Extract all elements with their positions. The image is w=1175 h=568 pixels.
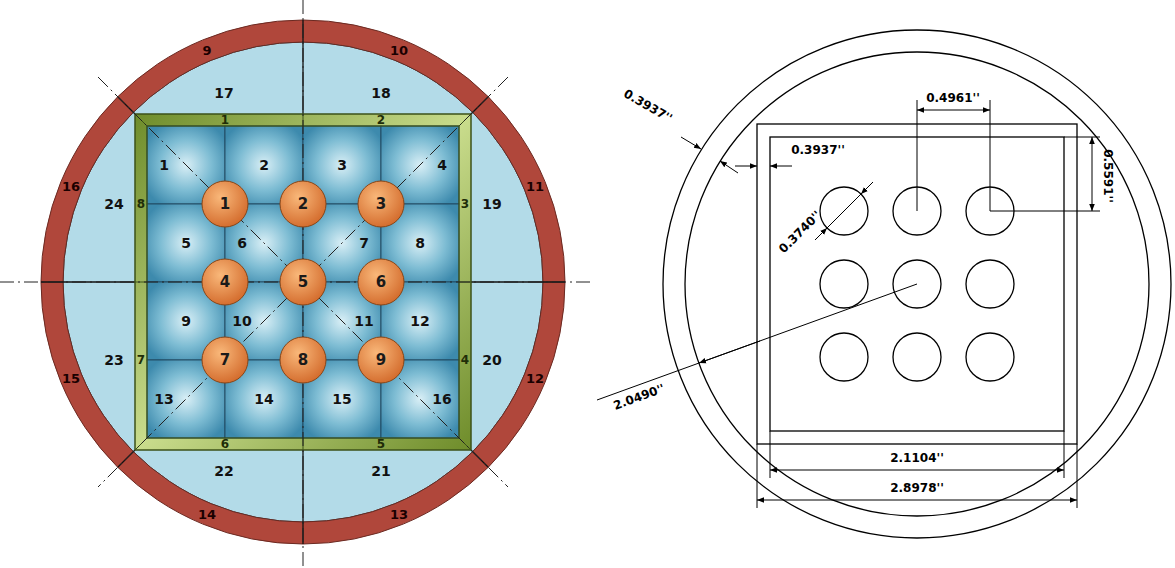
dimension-text: 2.8978'' — [890, 482, 944, 494]
water-number: 24 — [104, 197, 123, 211]
cell-number: 8 — [415, 236, 425, 250]
fuel-pin: 6 — [357, 258, 405, 306]
water-number: 23 — [104, 353, 123, 367]
cell-number: 10 — [232, 314, 251, 328]
fuel-pin: 5 — [279, 258, 327, 306]
pin-number: 9 — [357, 336, 405, 384]
ring-number: 15 — [62, 372, 80, 385]
cell-number: 15 — [332, 392, 351, 406]
cell-number: 1 — [159, 158, 169, 172]
wall-number: 2 — [377, 114, 385, 126]
fuel-pin: 7 — [201, 336, 249, 384]
dimension-text: 0.4961'' — [926, 92, 980, 104]
pin-number: 8 — [279, 336, 327, 384]
ring-number: 14 — [198, 508, 216, 521]
cell-number: 11 — [354, 314, 373, 328]
dimension-text: 2.1104'' — [890, 452, 944, 464]
ring-number: 12 — [526, 372, 544, 385]
cell-number: 4 — [437, 158, 447, 172]
ring-number: 13 — [390, 508, 408, 521]
cell-number: 6 — [237, 236, 247, 250]
wall-number: 5 — [377, 438, 385, 450]
pin-number: 3 — [357, 180, 405, 228]
dimension-text: 0.5591'' — [1102, 149, 1114, 203]
wall-number: 8 — [137, 198, 145, 210]
fuel-pin: 1 — [201, 180, 249, 228]
water-number: 20 — [482, 353, 501, 367]
pin-number: 4 — [201, 258, 249, 306]
cell-number: 16 — [432, 392, 451, 406]
fuel-pin: 3 — [357, 180, 405, 228]
cell-number: 12 — [410, 314, 429, 328]
dimension-text: 2.0490'' — [612, 382, 667, 412]
fuel-pin: 4 — [201, 258, 249, 306]
pin-number: 1 — [201, 180, 249, 228]
ring-number: 11 — [526, 180, 544, 193]
wall-number: 7 — [137, 354, 145, 366]
water-number: 17 — [214, 86, 233, 100]
ring-number: 10 — [390, 44, 408, 57]
fuel-pin: 2 — [279, 180, 327, 228]
cell-number: 14 — [254, 392, 273, 406]
water-number: 19 — [482, 197, 501, 211]
water-number: 21 — [371, 464, 390, 478]
pin-number: 7 — [201, 336, 249, 384]
fuel-pin: 8 — [279, 336, 327, 384]
cell-number: 3 — [337, 158, 347, 172]
wall-number: 1 — [221, 114, 229, 126]
dimension-text: 0.3937'' — [791, 144, 845, 156]
dimension-drawing — [597, 30, 1171, 538]
water-number: 22 — [214, 464, 233, 478]
cell-number: 9 — [181, 314, 191, 328]
pin-number: 2 — [279, 180, 327, 228]
water-number: 18 — [371, 86, 390, 100]
cell-number: 5 — [181, 236, 191, 250]
wall-number: 3 — [461, 198, 469, 210]
ring-number: 16 — [62, 180, 80, 193]
dimension-text: 0.3937'' — [622, 87, 674, 124]
fuel-pin: 9 — [357, 336, 405, 384]
wall-number: 6 — [221, 438, 229, 450]
dimension-text: 0.3740'' — [777, 209, 823, 255]
pin-number: 6 — [357, 258, 405, 306]
left-section — [0, 0, 590, 568]
cell-number: 2 — [259, 158, 269, 172]
ring-number: 9 — [202, 44, 211, 57]
wall-number: 4 — [461, 354, 469, 366]
pin-number: 5 — [279, 258, 327, 306]
cell-number: 7 — [359, 236, 369, 250]
cell-number: 13 — [154, 392, 173, 406]
